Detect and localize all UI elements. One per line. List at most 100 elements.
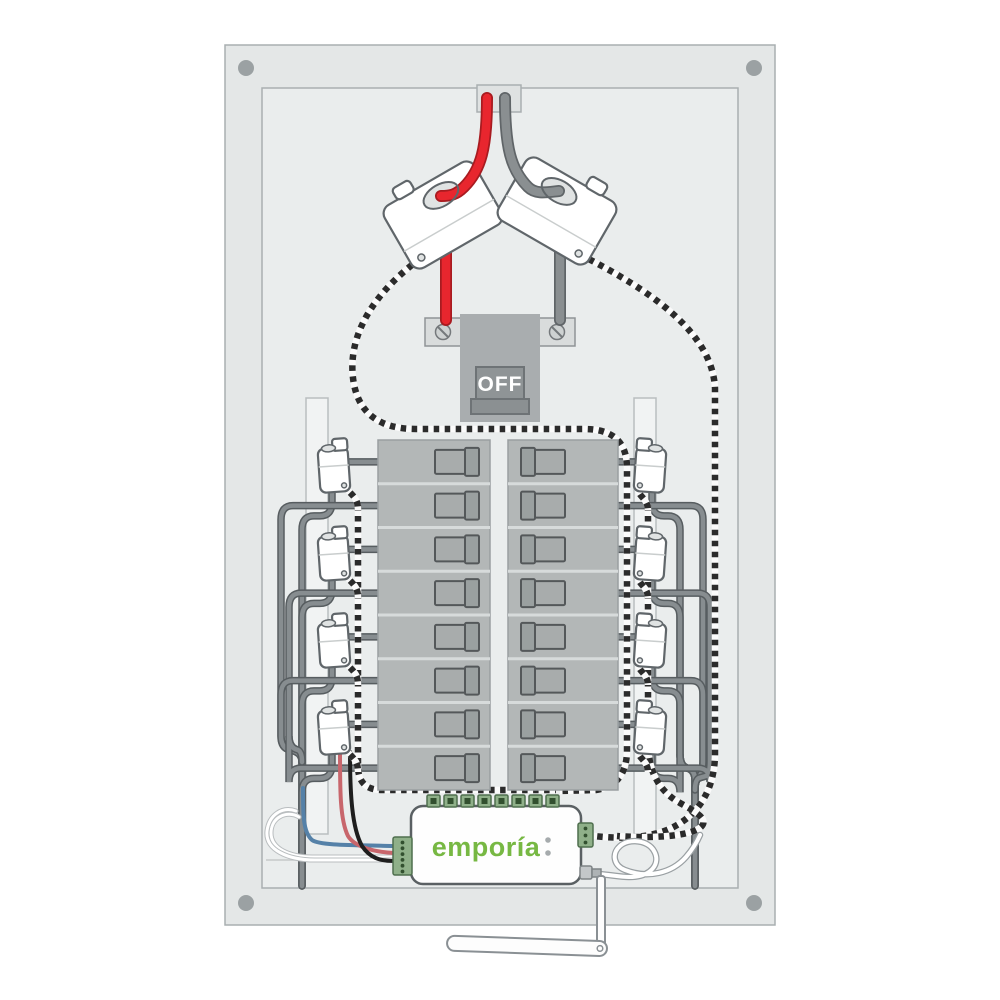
toggle-handle (520, 665, 536, 696)
toggle-body (533, 755, 566, 782)
terminal-pin (400, 869, 405, 874)
terminal-pin (400, 863, 405, 868)
screw-slot (551, 326, 563, 338)
toggle-body (533, 448, 566, 475)
toggle-body (533, 580, 566, 607)
toggle-body (434, 492, 467, 519)
breaker-toggle (520, 621, 566, 652)
ct-lead-exit (636, 657, 644, 664)
blue-wire (301, 786, 396, 848)
toggle-body (533, 667, 566, 694)
breaker-toggle (520, 534, 566, 565)
terminal-pin (583, 826, 588, 831)
ct-clamp-small-icon (632, 699, 668, 756)
main-breaker-handle (470, 398, 530, 415)
ct-seam (635, 639, 666, 643)
toggle-handle (464, 446, 480, 477)
black-wire (348, 750, 396, 863)
ct-port-pin (532, 798, 539, 804)
ct-port-pin (515, 798, 522, 804)
breaker-toggle (434, 490, 480, 521)
terminal-pin (400, 852, 405, 856)
ct-clamp-small-icon (316, 525, 352, 582)
twisted-pair-wire (616, 505, 707, 841)
white-wire-coil (269, 812, 396, 859)
ct-clamp-small-icon (632, 525, 668, 582)
ct-seam (505, 194, 597, 249)
antenna-blade-body (446, 934, 608, 957)
breaker-toggle (520, 446, 566, 477)
ct-seam (318, 639, 349, 643)
terminal-pin (400, 846, 405, 851)
emporia-monitor: emporía (392, 794, 594, 886)
red-wire (338, 750, 396, 855)
toggle-handle (464, 665, 480, 696)
coax-connector-icon (579, 865, 593, 880)
ct-latch (585, 175, 609, 197)
ct-lead-exit (636, 482, 644, 489)
ct-port-pin (549, 798, 556, 804)
twisted-pair-wire (577, 251, 719, 841)
ct-opening (320, 532, 337, 541)
toggle-body (434, 580, 467, 607)
ct-clamp-small-icon (316, 699, 352, 756)
terminal-pin (583, 833, 588, 838)
toggle-handle (520, 753, 536, 784)
toggle-body (533, 711, 566, 738)
ct-opening (320, 706, 337, 715)
ct-clamp-small-icon (316, 612, 352, 669)
breaker-row-separators (378, 482, 618, 748)
antenna-cable (597, 833, 702, 880)
toggle-handle (520, 446, 536, 477)
ct-clamp-large-detail (391, 179, 495, 262)
terminal-pin (400, 858, 405, 862)
ct-clamp-large-detail (505, 175, 609, 258)
small-ct-clamps (316, 437, 668, 756)
ct-port-pin (464, 798, 471, 804)
toggle-body (533, 536, 566, 563)
toggle-handle (520, 578, 536, 609)
screw-slot (437, 326, 449, 338)
toggle-body (434, 667, 467, 694)
ct-lead-exit (417, 253, 426, 262)
ct-opening (647, 532, 664, 541)
toggle-handle (464, 753, 480, 784)
toggle-handle (520, 490, 536, 521)
toggle-body (434, 623, 467, 650)
breaker-toggle (520, 709, 566, 740)
ct-opening (647, 706, 664, 715)
breaker-toggle (434, 753, 480, 784)
toggle-body (434, 448, 467, 475)
device-power-wires (264, 750, 397, 863)
toggle-body (434, 711, 467, 738)
ct-port-pin (498, 798, 505, 804)
power-terminal-block (392, 836, 413, 876)
ct-seam (318, 552, 349, 556)
status-leds (545, 837, 551, 856)
status-led (545, 837, 551, 843)
ct-seam (403, 198, 495, 253)
breaker-toggle (434, 534, 480, 565)
ct-opening (320, 619, 337, 628)
terminal-pin (583, 840, 588, 845)
breaker-toggle (434, 446, 480, 477)
twisted-pair-wire (349, 255, 631, 795)
ct-lead-exit (636, 570, 644, 577)
ct-body (382, 160, 504, 270)
ct-lead-exit (340, 657, 348, 664)
ct-lead-exit (340, 570, 348, 577)
breaker-toggle (434, 709, 480, 740)
breaker-toggle (434, 665, 480, 696)
ct-lead-exit (340, 744, 348, 751)
terminal-pin (400, 840, 405, 845)
toggle-handle (464, 490, 480, 521)
ct-port-pin (481, 798, 488, 804)
ct-seam (318, 464, 349, 468)
ct-clamp-small-icon (632, 612, 668, 669)
ct-seam (635, 464, 666, 468)
antenna-assembly (446, 831, 704, 957)
terminal-block (392, 836, 413, 876)
ct-port-connectors (426, 794, 560, 808)
toggle-handle (520, 709, 536, 740)
